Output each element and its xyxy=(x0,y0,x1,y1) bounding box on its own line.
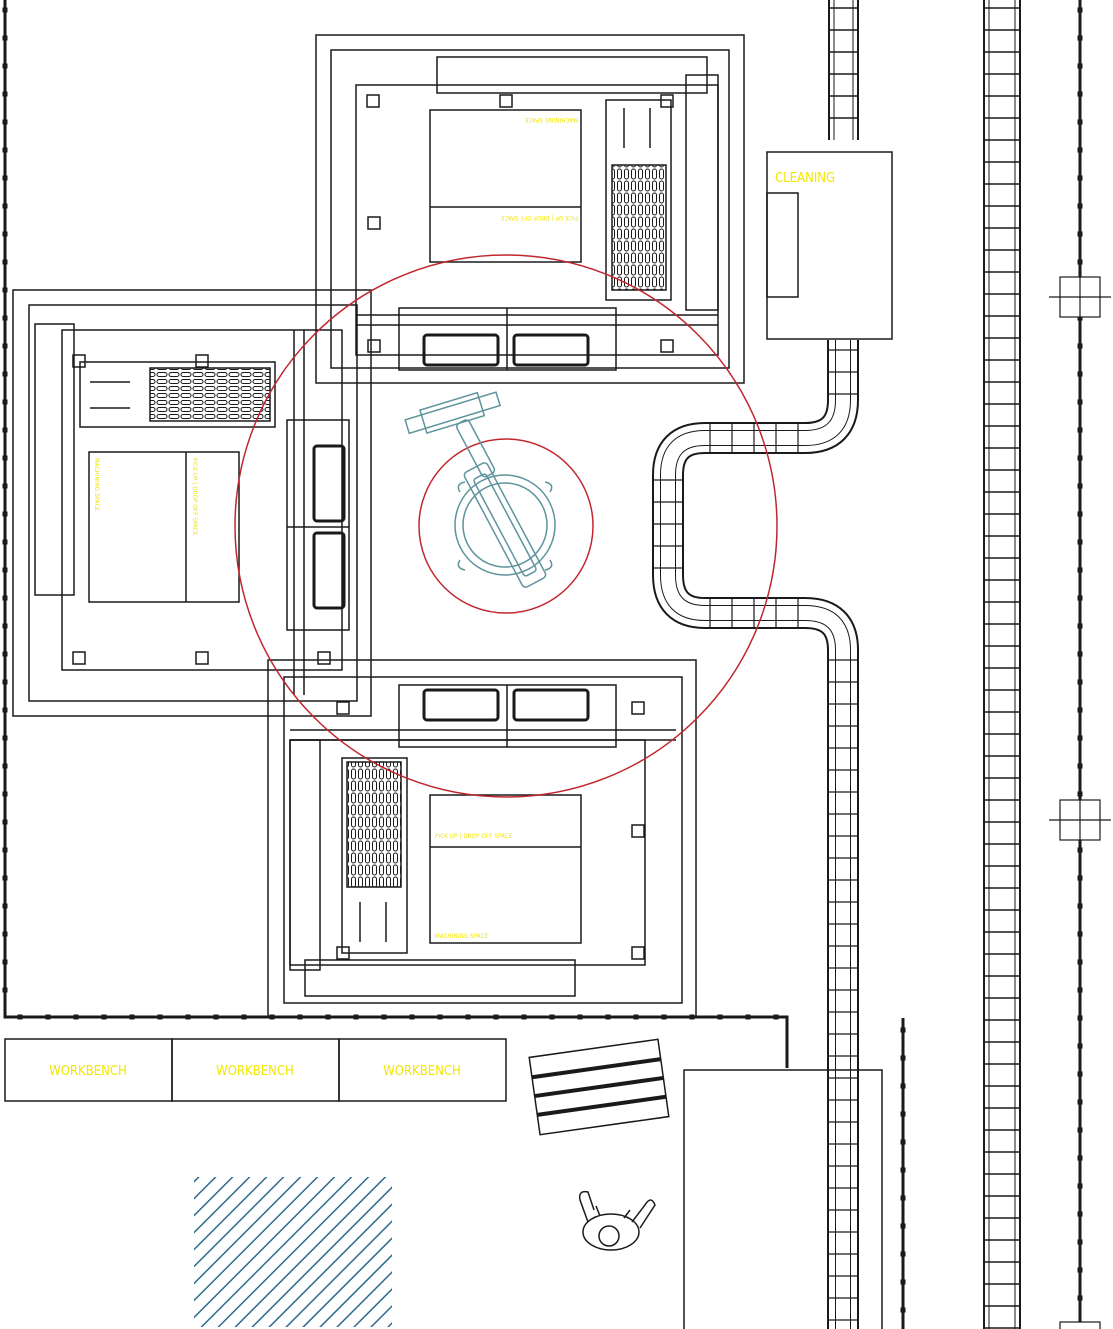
structural-column-icon xyxy=(1049,268,1111,326)
structural-column-icon xyxy=(1049,791,1111,849)
rail-ties xyxy=(829,7,1020,1329)
top-machining-label: MACHINING SPACE xyxy=(524,116,578,123)
left-machining-label: MACHINING SPACE xyxy=(93,458,100,512)
workbench-3-label: WORKBENCH xyxy=(383,1064,461,1079)
bottom-machining-label: MACHINING SPACE xyxy=(435,933,489,940)
workbench-2-label: WORKBENCH xyxy=(216,1064,294,1079)
machine-top xyxy=(315,34,745,384)
robot-reach-circle xyxy=(234,254,778,798)
storage-block xyxy=(683,1069,883,1329)
workbench-1-label: WORKBENCH xyxy=(49,1064,127,1079)
robot-arm-icon xyxy=(404,391,556,588)
hatched-storage-area xyxy=(194,1177,392,1327)
left-pickup-label: PICK UP | DROP OFF SPACE xyxy=(191,458,198,536)
operator-person-icon xyxy=(578,1190,656,1251)
robot-base-circle xyxy=(418,438,594,614)
fence-posts xyxy=(2,7,1083,1329)
workbench-row xyxy=(4,1038,507,1102)
top-pickup-label: PICK UP | DROP OFF SPACE xyxy=(500,214,578,221)
machine-bottom xyxy=(267,659,697,1018)
structural-column-icon xyxy=(1059,1321,1101,1329)
cleaning-label: CLEANING xyxy=(775,171,835,186)
safety-fence xyxy=(3,0,1082,1329)
machine-left xyxy=(12,289,372,717)
rail-track-left xyxy=(828,0,859,140)
cable-carrier-links xyxy=(652,349,859,1321)
bottom-pickup-label: PICK UP | DROP OFF SPACE xyxy=(435,833,513,840)
cable-carrier xyxy=(652,340,859,1329)
cleaning-station xyxy=(766,151,893,340)
pallet xyxy=(528,1038,670,1136)
